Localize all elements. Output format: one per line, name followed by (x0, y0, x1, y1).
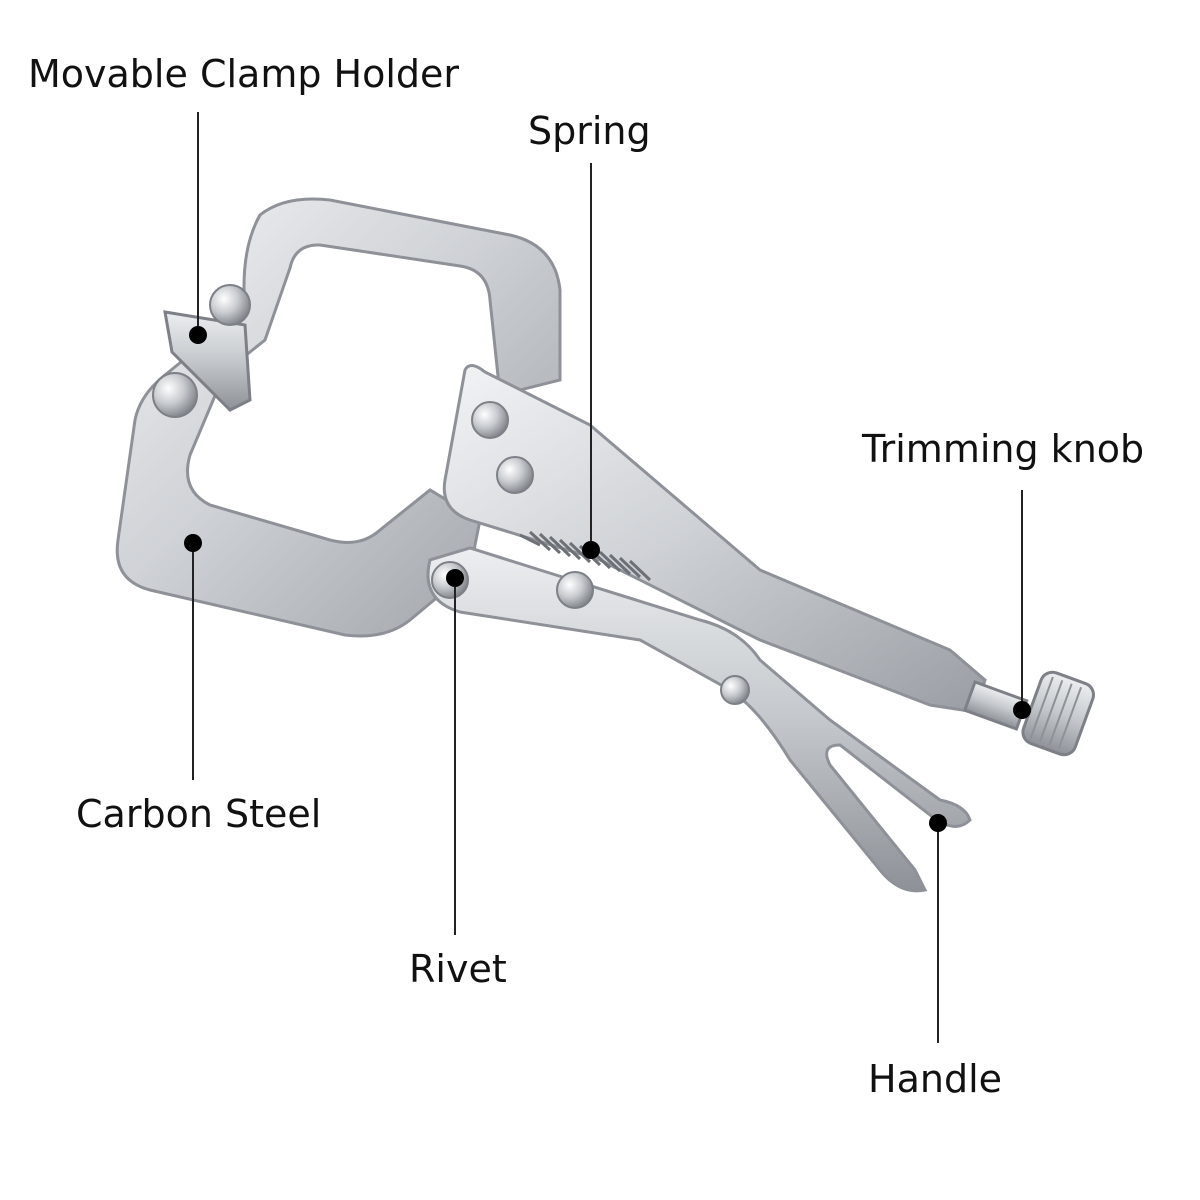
rivet-lower (556, 571, 594, 609)
label-rivet: Rivet (409, 947, 507, 991)
label-handle: Handle (868, 1057, 1003, 1101)
dot-movable-clamp-holder (189, 326, 207, 344)
rivet-upper-2 (496, 456, 534, 494)
knurled-knob (1021, 670, 1095, 757)
c-frame (115, 197, 562, 638)
label-spring: Spring (528, 109, 651, 153)
dot-carbon-steel (184, 534, 202, 552)
label-movable-clamp-holder: Movable Clamp Holder (28, 52, 460, 96)
rivet-handle (720, 675, 750, 705)
rivet-top-left (209, 284, 251, 326)
dot-trimming-knob (1013, 701, 1031, 719)
dot-handle (929, 814, 947, 832)
dot-spring (582, 541, 600, 559)
rivet-upper-1 (471, 401, 509, 439)
rivet-swivel (152, 372, 198, 418)
label-trimming-knob: Trimming knob (862, 427, 1145, 471)
dot-rivet (446, 569, 464, 587)
label-carbon-steel: Carbon Steel (76, 792, 322, 836)
